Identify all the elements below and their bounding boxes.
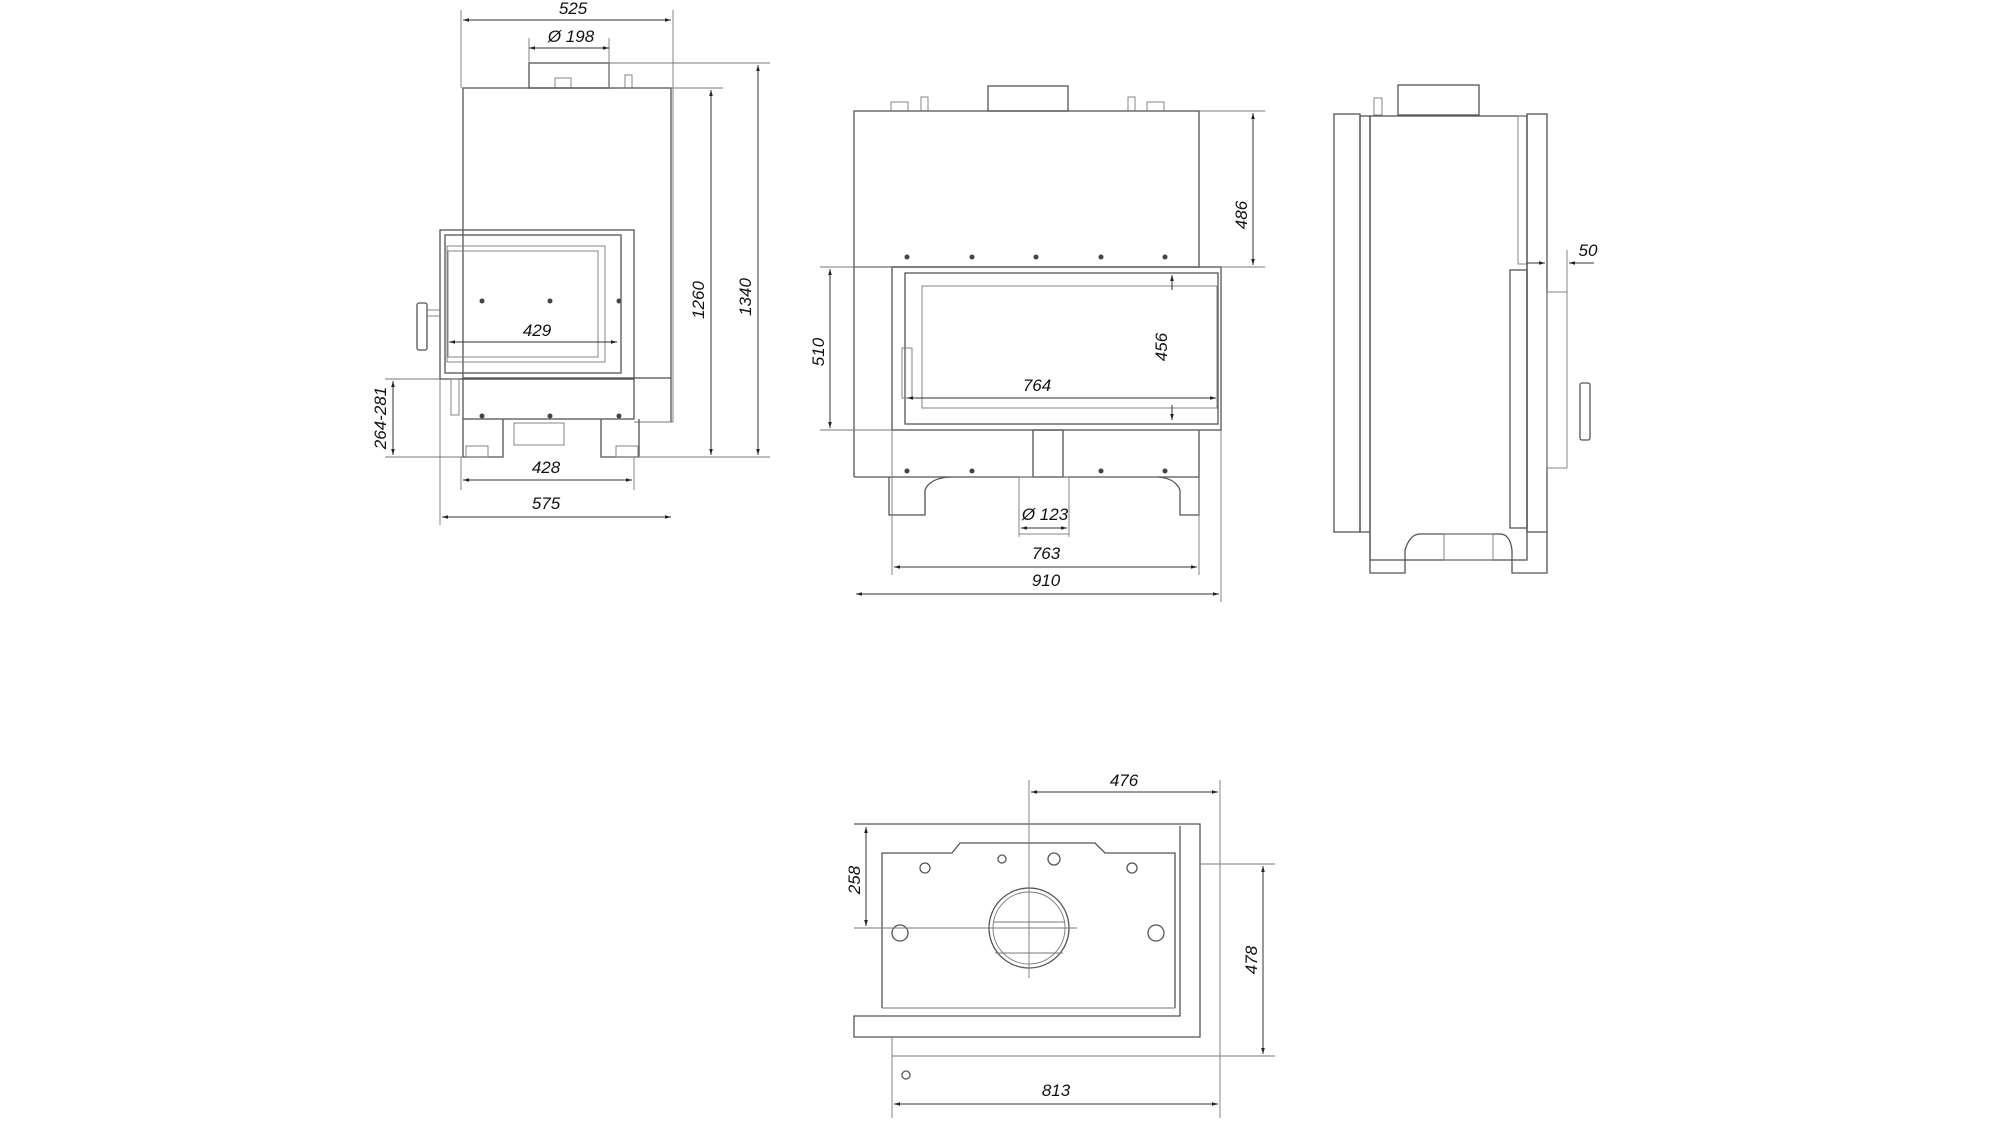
- dim-flue-offset-x: 476: [1110, 771, 1139, 790]
- dim-glass-width: 764: [1023, 376, 1051, 395]
- dim-door-height: 510: [809, 337, 828, 366]
- top-view: 476 258 478 813: [845, 771, 1275, 1118]
- dim-width-total: 910: [1032, 571, 1061, 590]
- dim-leg-spacing: 428: [532, 458, 561, 477]
- dim-height-total: 1340: [736, 278, 755, 316]
- side-view: 50: [1333, 84, 1598, 574]
- door-handle: [416, 302, 428, 351]
- dim-leg-height: 264-281: [371, 387, 390, 450]
- wide-front-view: 486 510 456 764 Ø 123 763 910: [809, 85, 1265, 602]
- dim-width-total: 575: [532, 494, 561, 513]
- dim-flue-offset-y: 258: [845, 865, 864, 895]
- flue-connector: [987, 85, 1069, 112]
- door-handle: [901, 347, 913, 399]
- door-glass: [444, 234, 622, 374]
- dim-flue-diameter: Ø 198: [547, 27, 595, 46]
- dim-width-top: 525: [559, 0, 588, 18]
- dim-glass-height: 456: [1152, 332, 1171, 361]
- dim-depth: 478: [1242, 945, 1261, 974]
- dim-top-height: 486: [1232, 200, 1251, 229]
- flue-connector: [528, 62, 610, 89]
- dim-body-width: 763: [1032, 544, 1061, 563]
- front-view: 525 Ø 198 429 1260 1340 264-281 428 575: [371, 0, 770, 525]
- top-outline: [853, 823, 1201, 1038]
- door-handle: [1579, 382, 1591, 441]
- flue-connector: [1397, 84, 1480, 116]
- side-body: [1369, 115, 1528, 561]
- dim-air-inlet: Ø 123: [1021, 505, 1069, 524]
- dim-width: 813: [1042, 1081, 1071, 1100]
- side-door: [1509, 269, 1528, 529]
- body-top: [853, 110, 1200, 268]
- dim-height-body: 1260: [689, 281, 708, 319]
- body-top: [462, 87, 672, 379]
- door-glass: [904, 272, 1219, 425]
- dim-door-offset: 50: [1579, 241, 1598, 260]
- ash-channel: [1032, 429, 1064, 478]
- dim-glass-width: 429: [523, 321, 552, 340]
